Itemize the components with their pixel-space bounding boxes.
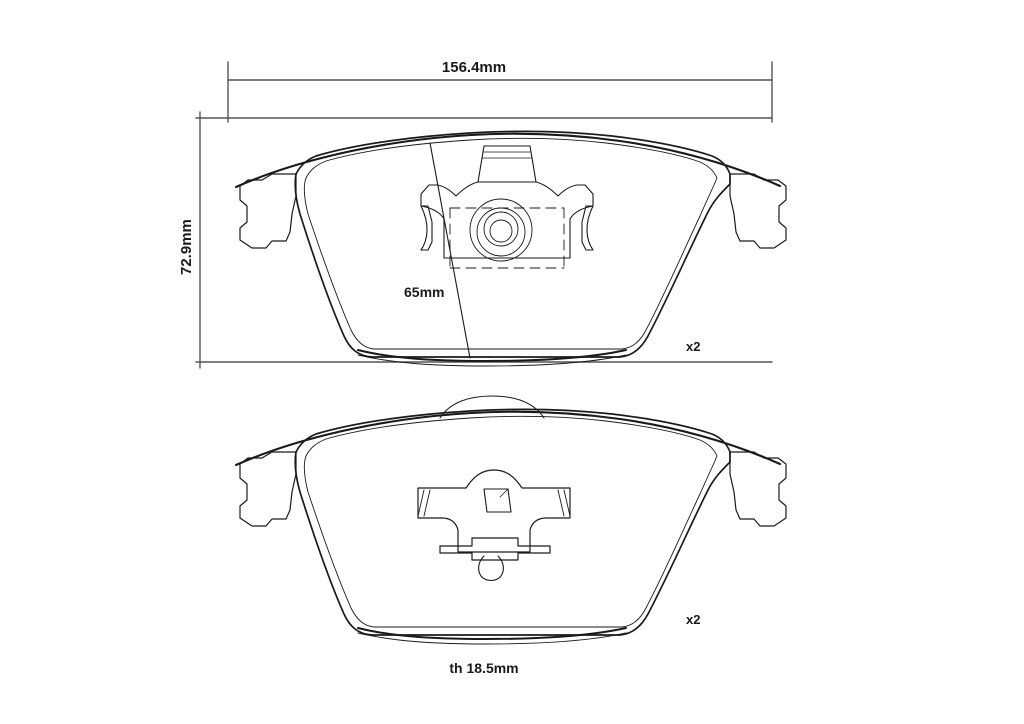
- lower-brake-pad: [234, 395, 787, 645]
- dimension-lines: [195, 61, 773, 369]
- upper-pad-quantity-label: x2: [686, 339, 701, 354]
- width-dimension-label: 156.4mm: [441, 59, 507, 76]
- height-dimension-label: 72.9mm: [178, 219, 195, 275]
- upper-brake-pad: [234, 130, 787, 367]
- chamfer-leader-line: [429, 142, 471, 359]
- thickness-dimension-label: th 18.5mm: [449, 660, 519, 676]
- lower-pad-quantity-label: x2: [686, 612, 701, 627]
- chamfer-dimension-label: 65mm: [404, 284, 445, 300]
